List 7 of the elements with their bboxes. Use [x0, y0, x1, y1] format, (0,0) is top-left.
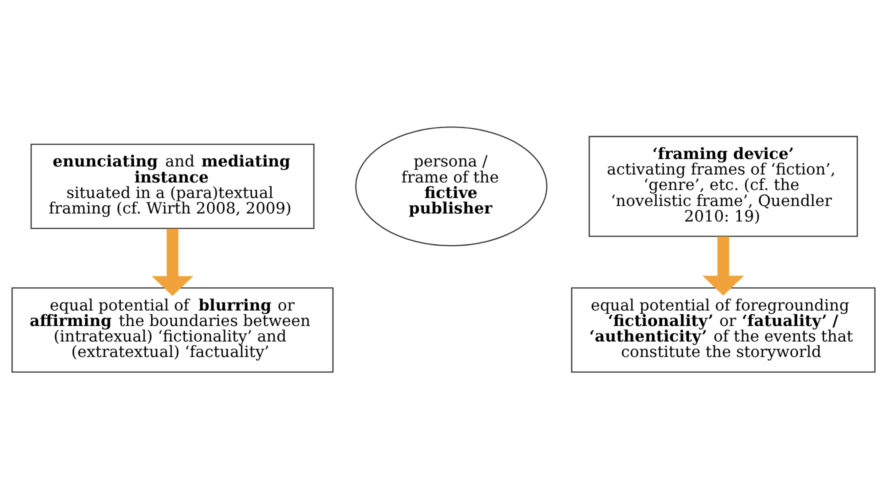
node-ellipse: persona / frame of the fictive publisher [355, 126, 548, 246]
arrow [152, 228, 194, 296]
node-box: enunciating and mediating instance situated in a (para)textual framing (cf. Wirth 2008, 2009) [30, 144, 314, 230]
arrow [702, 236, 744, 296]
node-box: equal potential of foregrounding ‘fictionality’ or ‘fatuality’ / ‘authenticity’ of the events that constitute the storyworld [571, 287, 876, 373]
node-box: ‘framing device’ activating frames of ‘fiction’, ‘genre’, etc. (cf. the ‘novelistic frame’, Quendler 2010: 19) [588, 136, 858, 237]
node-box: equal potential of blurring or affirming the boundaries between (intratexual) ‘fictionality’ and (extratextual) ‘factuality’ [12, 287, 334, 373]
